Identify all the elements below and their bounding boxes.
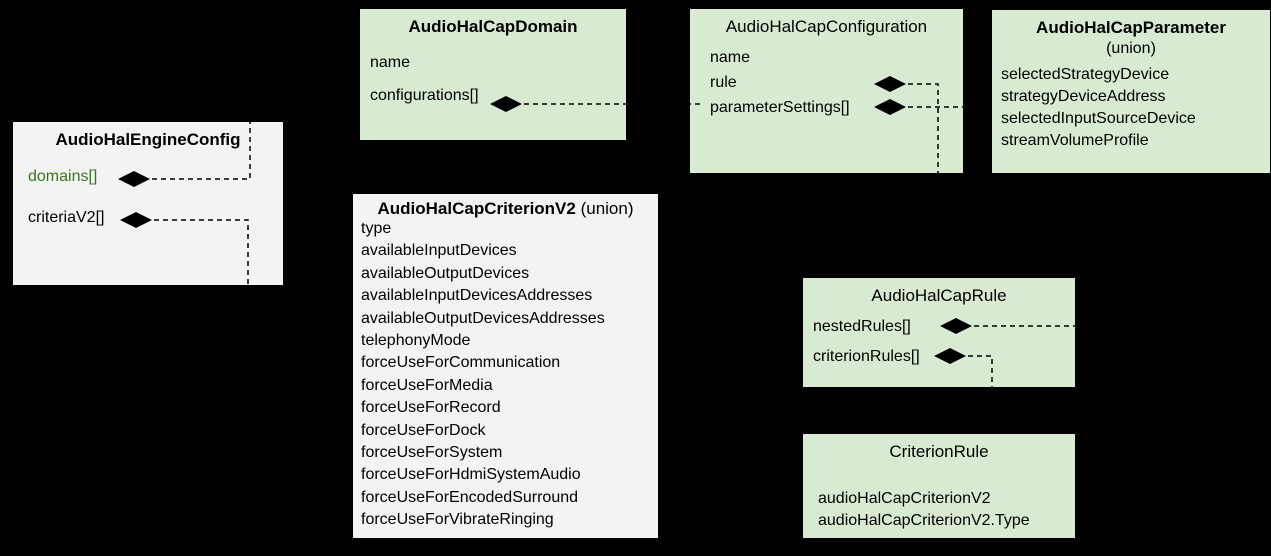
field-selectedinputsourcedevice: selectedInputSourceDevice: [1001, 110, 1196, 127]
field-forceuseformedia: forceUseForMedia: [361, 376, 493, 394]
field-forceuseforcommunication: forceUseForCommunication: [361, 354, 561, 372]
class-title-audiohalengineconfig: AudioHalEngineConfig: [55, 130, 241, 149]
class-box-audiohalcaprule: AudioHalCapRule nestedRules[] criterionR…: [803, 278, 1075, 387]
field-configurations: configurations[]: [370, 87, 479, 104]
field-forceuseforvibrateringing: forceUseForVibrateRinging: [361, 511, 554, 529]
class-subtitle-union: (union): [1106, 40, 1156, 57]
field-forceuseforencodedsurround: forceUseForEncodedSurround: [361, 488, 579, 506]
class-title-audiohalcapdomain: AudioHalCapDomain: [408, 17, 578, 36]
field-domains: domains[]: [28, 168, 98, 185]
class-box-audiohalcapcriterionv2: AudioHalCapCriterionV2 (union) type avai…: [353, 194, 658, 538]
field-availableoutputdevicesaddresses: availableOutputDevicesAddresses: [361, 309, 605, 327]
class-title-union-suffix: (union): [575, 199, 634, 218]
class-title-criterionrule: CriterionRule: [889, 442, 989, 461]
field-nestedrules: nestedRules[]: [813, 318, 911, 335]
field-strategydeviceaddress: strategyDeviceAddress: [1001, 88, 1166, 105]
field-forceuseforhdmisystemaudio: forceUseForHdmiSystemAudio: [361, 466, 581, 484]
class-box-audiohalcapdomain: AudioHalCapDomain name configurations[]: [360, 9, 626, 140]
field-name: name: [710, 49, 751, 66]
class-box-criterionrule: CriterionRule audioHalCapCriterionV2 aud…: [803, 434, 1075, 538]
field-availableinputdevices: availableInputDevices: [361, 242, 517, 260]
field-audiohalcapcriterionv2: audioHalCapCriterionV2: [818, 490, 991, 507]
field-criterionrules: criterionRules[]: [813, 348, 920, 365]
field-type: type: [361, 220, 392, 237]
class-title-audiohalcapcriterionv2: AudioHalCapCriterionV2 (union): [353, 194, 658, 218]
field-name: name: [370, 54, 411, 71]
class-title-bold: AudioHalCapCriterionV2: [377, 199, 576, 218]
class-box-audiohalcapconfiguration: AudioHalCapConfiguration name rule param…: [690, 9, 963, 173]
class-title-audiohalcapparameter: AudioHalCapParameter: [1036, 18, 1226, 37]
class-title-audiohalcapconfiguration: AudioHalCapConfiguration: [725, 17, 928, 36]
field-rule: rule: [710, 74, 737, 91]
field-telephonymode: telephonyMode: [361, 332, 471, 350]
field-selectedstrategydevice: selectedStrategyDevice: [1001, 66, 1170, 83]
field-availableoutputdevices: availableOutputDevices: [361, 264, 530, 282]
field-audiohalcapcriterionv2-type: audioHalCapCriterionV2.Type: [818, 512, 1030, 529]
class-title-audiohalcaprule: AudioHalCapRule: [871, 286, 1007, 305]
field-streamvolumeprofile: streamVolumeProfile: [1001, 132, 1149, 149]
field-parametersettings: parameterSettings[]: [710, 99, 850, 116]
field-criteriav2: criteriaV2[]: [28, 209, 105, 226]
field-forceusefordock: forceUseForDock: [361, 421, 486, 439]
field-availableinputdevicesaddresses: availableInputDevicesAddresses: [361, 287, 593, 305]
field-forceuseforrecord: forceUseForRecord: [361, 399, 501, 417]
class-box-audiohalengineconfig: AudioHalEngineConfig domains[] criteriaV…: [13, 122, 283, 285]
class-box-audiohalcapparameter: AudioHalCapParameter (union) selectedStr…: [992, 10, 1270, 173]
field-forceuseforsystem: forceUseForSystem: [361, 444, 503, 462]
